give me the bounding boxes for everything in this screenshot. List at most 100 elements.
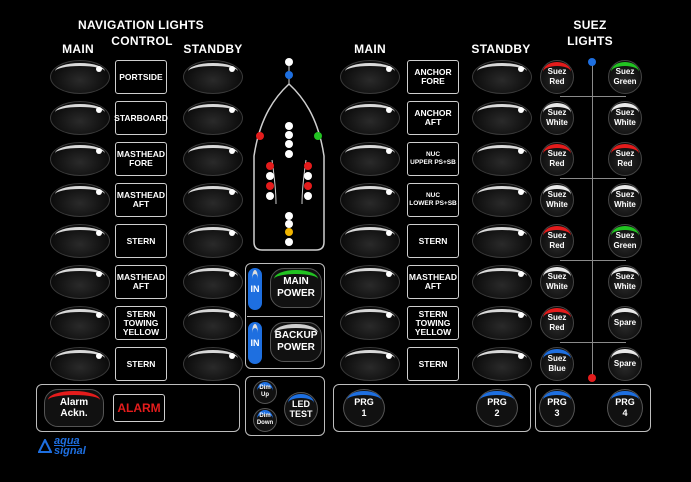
main-stern-button[interactable] [50, 224, 110, 258]
standby-right-stern-2-button[interactable] [472, 347, 532, 381]
label-masthead-fore: MASTHEAD FORE [115, 142, 167, 176]
main-stern-towing-yellow-button[interactable] [50, 306, 110, 340]
main-right-stern-towing-yellow-button[interactable] [340, 306, 400, 340]
logo-text-aqua: aqua [54, 435, 80, 447]
prg-4-button[interactable]: PRG 4 [607, 389, 643, 427]
standby-nuc-lower-button[interactable] [472, 183, 532, 217]
standby-stern-towing-yellow-button[interactable] [183, 306, 243, 340]
main-nuc-lower-button[interactable] [340, 183, 400, 217]
suez-white-2-button[interactable]: Suez White [540, 183, 574, 217]
suez-red-3-button[interactable]: Suez Red [540, 224, 574, 258]
suez-white-1-button[interactable]: Suez White [540, 101, 574, 135]
prg-3-button[interactable]: PRG 3 [539, 389, 575, 427]
label-masthead-aft-2: MASTHEAD AFT [115, 265, 167, 299]
label-stern: STERN [115, 224, 167, 258]
suez-white-4-button[interactable]: Suez White [608, 101, 642, 135]
standby-portside-button[interactable] [183, 60, 243, 94]
spare-2-button[interactable]: Spare [608, 347, 642, 381]
label-right-stern: STERN [407, 224, 459, 258]
suez-lights-label: LIGHTS [567, 34, 613, 48]
main-left-header: MAIN [62, 42, 94, 56]
standby-anchor-fore-button[interactable] [472, 60, 532, 94]
logo-mark-icon [38, 439, 52, 453]
standby-masthead-aft-button[interactable] [183, 183, 243, 217]
main-masthead-fore-button[interactable] [50, 142, 110, 176]
standby-starboard-button[interactable] [183, 101, 243, 135]
led-test-button[interactable]: LED TEST [284, 392, 318, 426]
main-right-stern-2-button[interactable] [340, 347, 400, 381]
suez-green-2-button[interactable]: Suez Green [608, 224, 642, 258]
nav-lights-title: NAVIGATION LIGHTS [78, 18, 204, 32]
label-anchor-fore: ANCHOR FORE [407, 60, 459, 94]
prg-2-button[interactable]: PRG 2 [476, 389, 518, 427]
ship-diagram [253, 58, 325, 251]
label-portside: PORTSIDE [115, 60, 167, 94]
alarm-ack-button[interactable]: Alarm Ackn. [44, 389, 104, 427]
main-masthead-aft-2-button[interactable] [50, 265, 110, 299]
standby-masthead-fore-button[interactable] [183, 142, 243, 176]
dim-down-button[interactable]: Dim Down [253, 408, 277, 432]
starboard-light-dot [314, 132, 322, 140]
standby-nuc-upper-button[interactable] [472, 142, 532, 176]
alarm-panel [36, 384, 240, 432]
nav-lights-control-label: CONTROL [111, 34, 173, 48]
suez-title: SUEZ [573, 18, 607, 32]
main-stern-2-button[interactable] [50, 347, 110, 381]
suez-green-1-button[interactable]: Suez Green [608, 60, 642, 94]
main-anchor-aft-button[interactable] [340, 101, 400, 135]
logo-text-signal: signal [54, 445, 86, 457]
suez-mast-line [592, 64, 593, 380]
main-power-button[interactable]: MAIN POWER [270, 268, 322, 308]
suez-white-3-button[interactable]: Suez White [540, 265, 574, 299]
standby-right-stern-towing-yellow-button[interactable] [472, 306, 532, 340]
standby-stern-2-button[interactable] [183, 347, 243, 381]
main-nuc-upper-button[interactable] [340, 142, 400, 176]
standby-left-header: STANDBY [183, 42, 243, 56]
suez-blue-button[interactable]: Suez Blue [540, 347, 574, 381]
suez-red-1-button[interactable]: Suez Red [540, 60, 574, 94]
label-nuc-lower: NUC LOWER PS+SB [407, 183, 459, 217]
label-right-masthead-aft: MASTHEAD AFT [407, 265, 459, 299]
backup-power-button[interactable]: BACKUP POWER [270, 322, 322, 362]
label-anchor-aft: ANCHOR AFT [407, 101, 459, 135]
main-right-masthead-aft-button[interactable] [340, 265, 400, 299]
suez-mast-top-blue-dot [588, 58, 596, 66]
label-stern-towing-yellow: STERN TOWING YELLOW [115, 306, 167, 340]
blue-light-dot [285, 71, 293, 79]
dim-up-button[interactable]: Dim Up [253, 380, 277, 404]
backup-power-in-indicator: IN [248, 322, 262, 364]
label-nuc-upper: NUC UPPER PS+SB [407, 142, 459, 176]
standby-right-stern-button[interactable] [472, 224, 532, 258]
standby-anchor-aft-button[interactable] [472, 101, 532, 135]
prg-1-button[interactable]: PRG 1 [343, 389, 385, 427]
label-right-stern-2: STERN [407, 347, 459, 381]
standby-masthead-aft-2-button[interactable] [183, 265, 243, 299]
main-starboard-button[interactable] [50, 101, 110, 135]
main-right-header: MAIN [354, 42, 386, 56]
towing-yellow-light-dot [285, 228, 293, 236]
label-right-stern-towing-yellow: STERN TOWING YELLOW [407, 306, 459, 340]
main-right-stern-button[interactable] [340, 224, 400, 258]
mast-top-light-dot [285, 58, 293, 66]
standby-right-masthead-aft-button[interactable] [472, 265, 532, 299]
main-masthead-aft-button[interactable] [50, 183, 110, 217]
suez-white-6-button[interactable]: Suez White [608, 265, 642, 299]
label-stern-2: STERN [115, 347, 167, 381]
suez-red-2-button[interactable]: Suez Red [540, 142, 574, 176]
dim-led-panel [245, 376, 325, 436]
main-portside-button[interactable] [50, 60, 110, 94]
portside-light-dot [256, 132, 264, 140]
suez-mast-bottom-red-dot [588, 374, 596, 382]
suez-white-5-button[interactable]: Suez White [608, 183, 642, 217]
spare-1-button[interactable]: Spare [608, 306, 642, 340]
main-power-in-indicator: IN [248, 268, 262, 310]
prg-panel-suez [535, 384, 651, 432]
suez-red-5-button[interactable]: Suez Red [608, 142, 642, 176]
aqua-signal-logo: aqua signal [38, 436, 128, 458]
standby-right-header: STANDBY [471, 42, 531, 56]
label-starboard: STARBOARD [114, 101, 168, 135]
alarm-indicator: ALARM [113, 394, 165, 422]
main-anchor-fore-button[interactable] [340, 60, 400, 94]
standby-stern-button[interactable] [183, 224, 243, 258]
suez-red-4-button[interactable]: Suez Red [540, 306, 574, 340]
